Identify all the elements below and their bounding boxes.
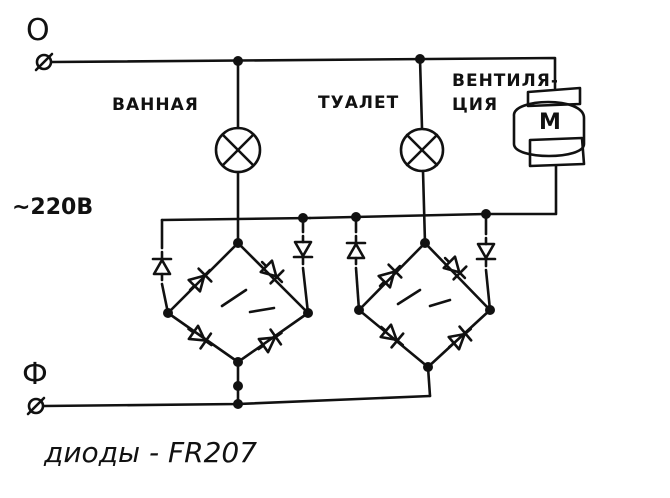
phase-label: Ф — [22, 357, 48, 392]
toilet-diode-bridge — [345, 212, 497, 372]
toilet-label: ТУАЛЕТ — [318, 93, 399, 113]
bath-lamp — [214, 59, 262, 245]
diode-common-bus — [160, 209, 491, 223]
diode-type-note: диоды - FR207 — [43, 436, 257, 469]
bath-label: ВАННАЯ — [112, 95, 199, 115]
neutral-terminal: О — [26, 13, 54, 72]
fan-label-line2: ЦИЯ — [452, 95, 498, 115]
voltage-label: ~220В — [12, 195, 93, 220]
fan-label-line1: ВЕНТИЛЯ- — [452, 71, 559, 91]
fan-motor: М — [484, 86, 586, 216]
phase-bus — [42, 360, 432, 409]
bath-diode-bridge — [151, 216, 314, 367]
phase-terminal: Ф — [22, 357, 48, 416]
motor-label: М — [539, 110, 561, 135]
neutral-label: О — [26, 13, 50, 48]
toilet-lamp — [399, 57, 445, 245]
